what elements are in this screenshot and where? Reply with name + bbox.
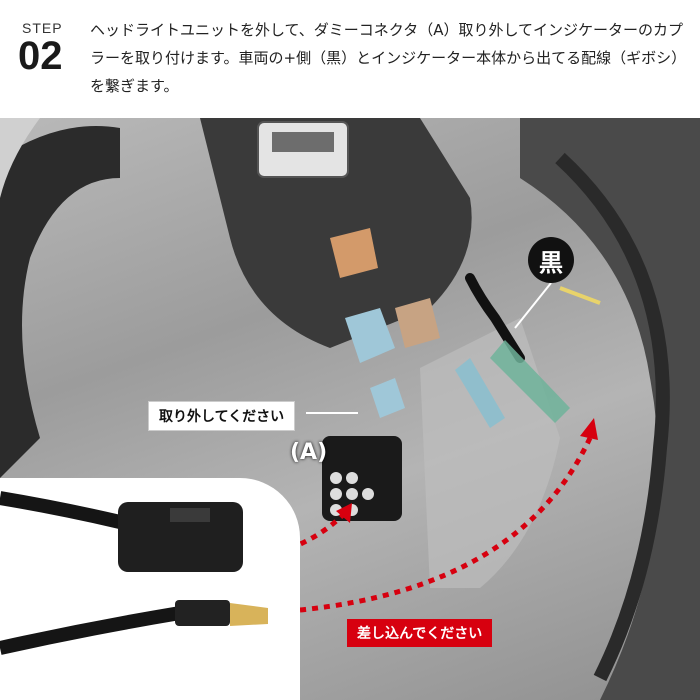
black-plus-wire	[465, 273, 525, 363]
orange-connector-shape	[330, 228, 378, 278]
step-header: STEP 02 ヘッドライトユニットを外して、ダミーコネクタ（A）取り外してイン…	[0, 0, 700, 118]
step-instruction: ヘッドライトユニットを外して、ダミーコネクタ（A）取り外してインジケーターのカプ…	[90, 21, 687, 95]
left-bracket-shape	[0, 118, 40, 198]
black-pointer-line	[514, 282, 552, 329]
arrow-coupler-path	[254, 511, 347, 561]
step-number: 02	[18, 34, 63, 78]
central-bracket-shape	[420, 318, 560, 588]
gibosi-sleeve	[175, 600, 230, 626]
step-word: STEP	[22, 20, 63, 36]
harness-inset	[0, 478, 300, 700]
dummy-connector-a-shape	[322, 436, 402, 521]
blue-connector-shape	[345, 308, 395, 363]
left-ring-shape	[0, 126, 120, 478]
coupler-latch	[170, 508, 210, 522]
photo-illustration	[0, 118, 700, 700]
connector-a-label: (A)	[290, 440, 328, 465]
right-rim-shape	[520, 118, 700, 700]
remove-label: 取り外してください	[148, 401, 296, 431]
arrow-coupler-head	[336, 503, 352, 523]
indicator-coupler-shape	[118, 502, 243, 572]
harness-illustration	[0, 491, 268, 655]
black-wire-sleeve	[490, 340, 570, 423]
harness-cable-upper	[0, 491, 122, 529]
right-rim-edge	[555, 152, 670, 682]
tan-connector-shape	[395, 298, 440, 348]
insert-label: 差し込んでください	[347, 619, 493, 647]
brass-terminal	[559, 286, 601, 305]
blue-sleeve-shape	[455, 358, 505, 428]
blue-connector-small-shape	[370, 378, 405, 418]
dummy-connector-pins	[330, 472, 374, 516]
black-wire-badge: 黒	[528, 237, 574, 283]
top-coupler-slot	[272, 132, 334, 152]
gibosi-terminal	[230, 603, 268, 626]
arrow-terminal-head	[580, 418, 598, 440]
harness-cable-lower	[0, 606, 182, 655]
